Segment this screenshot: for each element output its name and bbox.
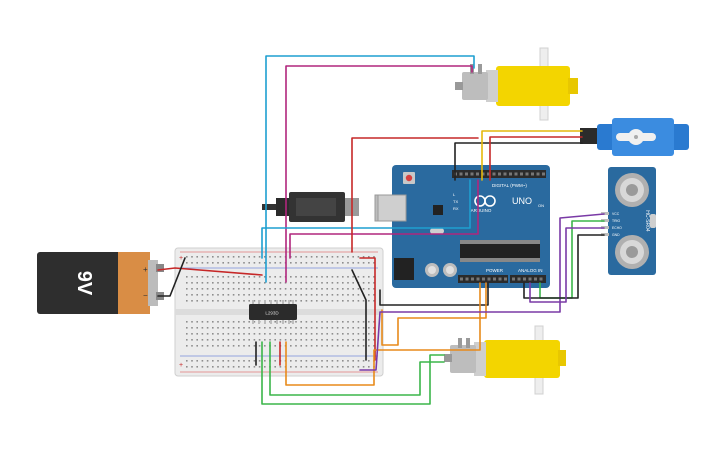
wire-sensor-purple[interactable] bbox=[529, 227, 605, 303]
rail-plus-label: + bbox=[179, 255, 183, 262]
wire-orange-low[interactable] bbox=[285, 282, 481, 386]
dc-motor-top[interactable] bbox=[455, 47, 578, 121]
battery-9v[interactable]: 9V + − bbox=[37, 252, 164, 314]
wire-pin-magenta[interactable] bbox=[289, 179, 479, 259]
wire-servo-yellow[interactable] bbox=[481, 130, 583, 181]
servo-motor[interactable] bbox=[580, 118, 689, 156]
wire-pin-cyan[interactable] bbox=[261, 179, 471, 259]
on-label: ON bbox=[538, 203, 544, 208]
wire-motor-top-cyan[interactable] bbox=[265, 55, 475, 283]
arduino-uno[interactable]: ARDUINO UNO DIGITAL (PWM~) POWER ANALOG … bbox=[377, 165, 550, 288]
wire-pin-red[interactable] bbox=[351, 137, 479, 253]
wire-breadboard-black[interactable] bbox=[351, 269, 367, 361]
ultrasonic-sensor[interactable]: HC-SR04 VCC TRIG ECHO GND bbox=[601, 167, 656, 275]
power-label: POWER bbox=[486, 268, 504, 273]
l293d-chip[interactable]: L293D bbox=[249, 300, 297, 324]
rx-label: RX bbox=[453, 206, 459, 211]
tx-label: TX bbox=[453, 199, 458, 204]
wire-green-low[interactable] bbox=[269, 341, 445, 396]
wire-green-long[interactable] bbox=[261, 341, 445, 405]
wire-battery-positive[interactable] bbox=[157, 267, 263, 276]
analog-label: ANALOG IN bbox=[518, 268, 543, 273]
digital-label: DIGITAL (PWM~) bbox=[492, 183, 527, 188]
battery-label: 9V bbox=[73, 271, 95, 296]
sensor-pin-vcc: VCC bbox=[612, 212, 620, 216]
wire-servo-red[interactable] bbox=[489, 136, 583, 181]
dc-motor-bottom[interactable] bbox=[444, 325, 566, 395]
rail-plus-label-bottom: + bbox=[179, 362, 183, 369]
wire-purple[interactable] bbox=[359, 213, 605, 371]
wire-sensor-black[interactable] bbox=[523, 234, 605, 299]
wire-motor-top-magenta[interactable] bbox=[285, 65, 473, 283]
arduino-brand: ARDUINO bbox=[471, 208, 492, 213]
wire-breadboard-red[interactable] bbox=[359, 257, 376, 361]
battery-minus: − bbox=[143, 291, 148, 300]
wire-pin-black[interactable] bbox=[454, 142, 583, 181]
chip-label: L293D bbox=[265, 311, 279, 316]
sensor-pin-trig: TRIG bbox=[612, 219, 620, 223]
battery-plus: + bbox=[143, 265, 148, 274]
wire-orange-mid[interactable] bbox=[381, 282, 487, 346]
l-label: L bbox=[453, 192, 456, 197]
wire-gnd-black[interactable] bbox=[379, 282, 489, 306]
sensor-pin-echo: ECHO bbox=[612, 226, 622, 230]
arduino-logo bbox=[474, 195, 496, 207]
wire-battery-negative[interactable] bbox=[157, 257, 186, 297]
sensor-model: HC-SR04 bbox=[644, 210, 650, 232]
sensor-pin-gnd: GND bbox=[612, 233, 620, 237]
arduino-model: UNO bbox=[512, 196, 532, 206]
